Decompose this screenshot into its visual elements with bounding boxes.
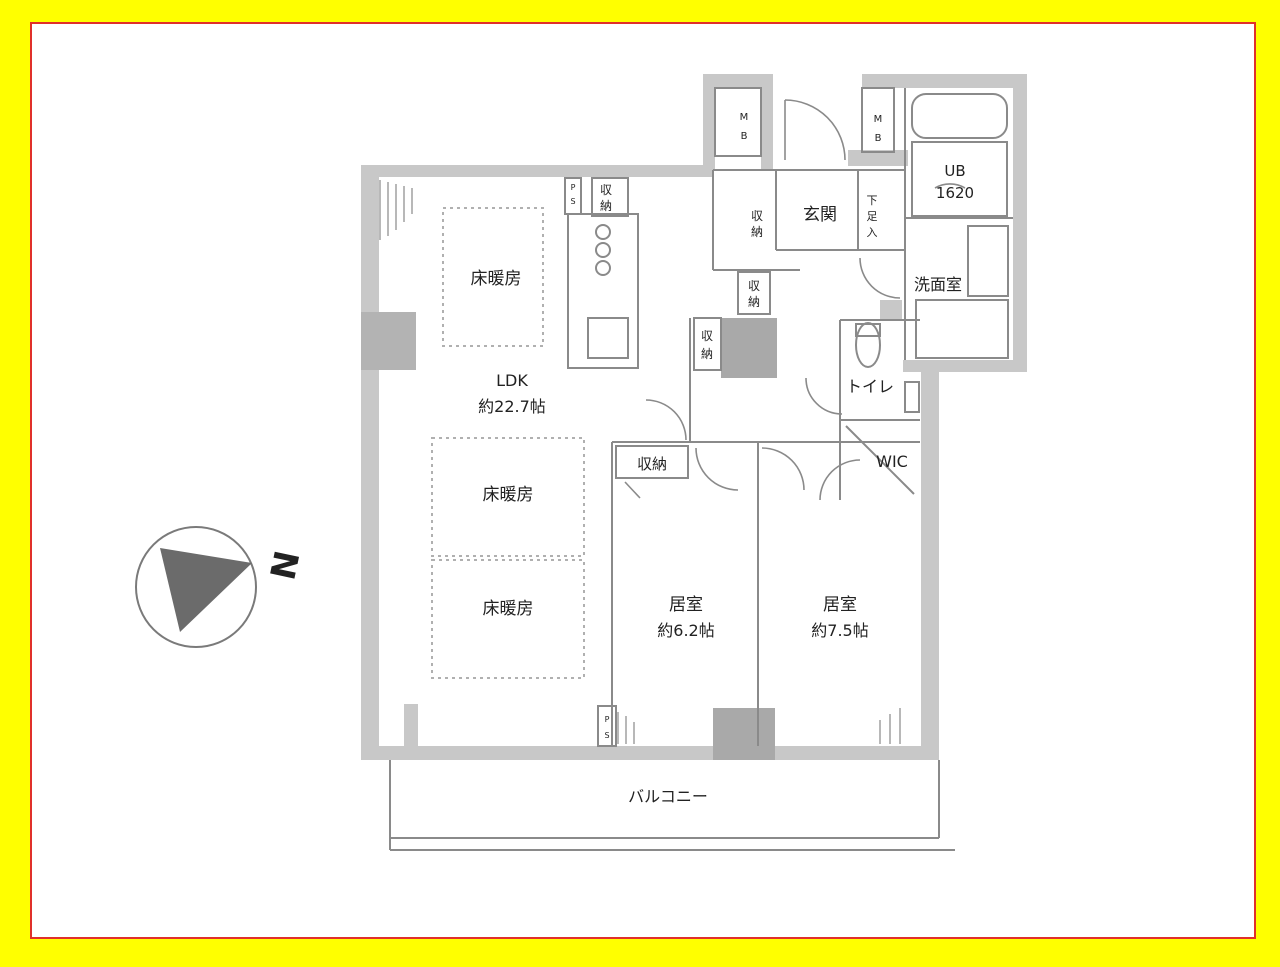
ldk-size: 約22.7帖	[478, 397, 546, 416]
storage-v1-top: 収	[751, 209, 763, 223]
unit-bath-size: 1620	[936, 184, 974, 202]
toilet-label: トイレ	[846, 377, 894, 396]
north-label: N	[263, 547, 308, 583]
storage-v2-top: 収	[748, 279, 760, 293]
compass	[135, 526, 257, 648]
shoe-box-3: 入	[867, 226, 878, 239]
storage-main-label: 収納	[637, 455, 667, 473]
ldk-name: LDK	[496, 371, 528, 390]
door-swings	[624, 99, 966, 501]
partitions	[564, 87, 1013, 747]
walls	[361, 74, 1027, 760]
mb1-top: M	[740, 112, 749, 123]
floor-heating-label-1: 床暖房	[471, 269, 522, 289]
mb2-bottom: B	[875, 133, 882, 144]
shoe-box-2: 足	[867, 210, 878, 223]
balcony-outline	[389, 760, 955, 851]
mb2-top: M	[874, 114, 883, 125]
storage-v4-top: 収	[600, 183, 612, 197]
ps1-bottom: S	[570, 197, 575, 206]
storage-v2-bottom: 納	[748, 295, 760, 309]
room2-name: 居室	[823, 595, 857, 615]
ps2-top: P	[605, 715, 610, 724]
ps2-bottom: S	[604, 731, 609, 740]
unit-bath-name: UB	[944, 162, 965, 180]
storage-v3-bottom: 納	[701, 347, 713, 361]
window-marks	[379, 180, 901, 744]
north-arrow-icon	[160, 548, 252, 632]
room1-name: 居室	[669, 595, 703, 615]
floor-heating-label-3: 床暖房	[483, 599, 534, 619]
wic-label: WIC	[876, 452, 908, 471]
bath-fixtures	[587, 93, 1009, 413]
compass-ring	[135, 526, 257, 648]
storage-v1-bottom: 納	[751, 225, 763, 239]
floor-heating-label-2: 床暖房	[483, 485, 534, 505]
room2-size: 約7.5帖	[811, 621, 868, 640]
balcony-label: バルコニー	[628, 787, 708, 806]
ps1-top: P	[571, 183, 576, 192]
floor-heating-zones	[431, 207, 585, 679]
storage-v3-top: 収	[701, 329, 713, 343]
entrance-label: 玄関	[803, 205, 837, 225]
mb1-bottom: B	[741, 131, 748, 142]
shoe-box-1: 下	[867, 194, 878, 207]
storage-v4-bottom: 納	[600, 199, 612, 213]
room1-size: 約6.2帖	[657, 621, 714, 640]
washroom-label: 洗面室	[914, 275, 962, 294]
